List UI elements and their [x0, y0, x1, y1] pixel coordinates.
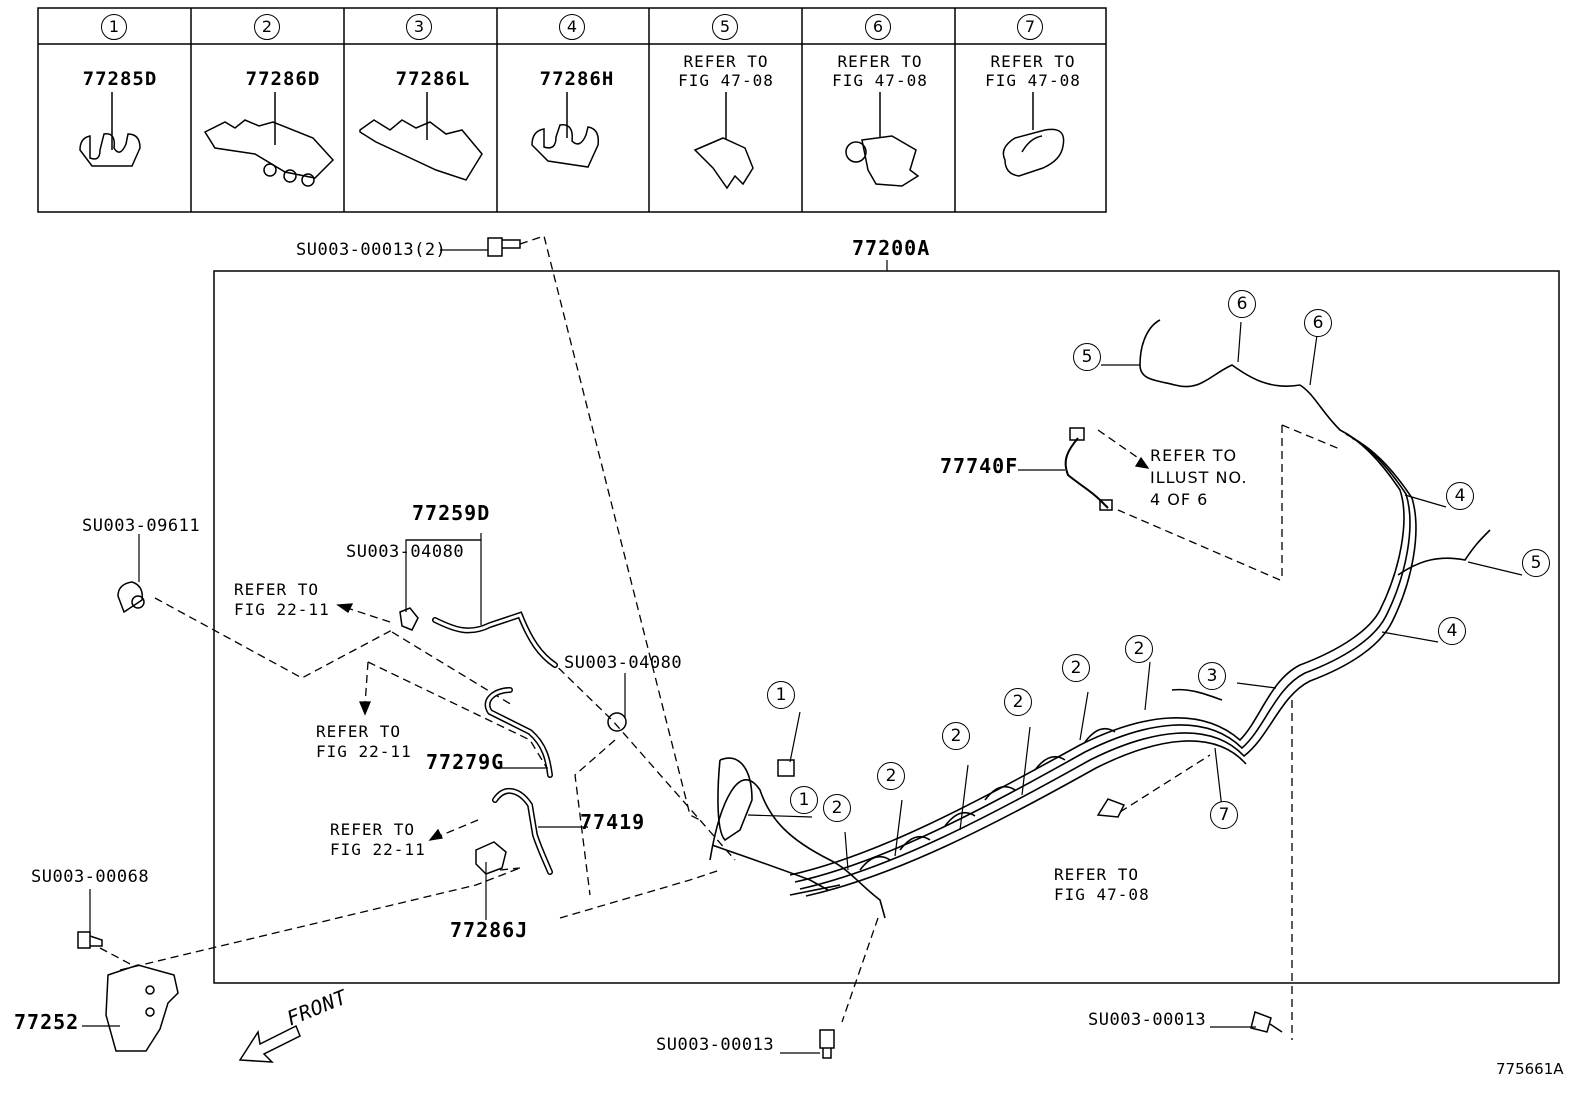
leader-lines [82, 249, 1523, 1054]
label-77740f: 77740F [940, 454, 1019, 478]
hose-77740f [1064, 437, 1109, 509]
legend-ref-6: REFER TO FIG 47-08 [832, 52, 928, 90]
callout-4-b: 4 [1446, 482, 1474, 510]
legend-part-77285d: 77285D [82, 68, 158, 90]
dashed-guides [99, 235, 1343, 1040]
callout-2-b: 2 [877, 762, 905, 790]
callout-3: 2 [1125, 635, 1153, 663]
brake-lines [709, 319, 1491, 919]
pipe-77419 [492, 788, 553, 875]
callout-2-a: 2 [823, 794, 851, 822]
label-su003-09611: SU003-09611 [82, 516, 201, 536]
legend-part-77286h: 77286H [539, 68, 615, 90]
ref-illust-4-of-6: REFER TO ILLUST NO. 4 OF 6 [1150, 446, 1248, 509]
callout-1-a: 1 [767, 681, 795, 709]
legend-num-4: 4 [559, 14, 585, 40]
ref-fig-22-11-a: REFER TO FIG 22-11 [234, 580, 330, 619]
small-parts [77, 237, 1283, 1059]
label-su003-04080-a: SU003-04080 [346, 542, 465, 562]
legend-num-3: 3 [406, 14, 432, 40]
legend-part-77286l: 77286L [395, 68, 471, 90]
legend-num-7: 7 [1017, 14, 1043, 40]
legend-table-grid [37, 7, 1107, 213]
legend-num-1: 1 [101, 14, 127, 40]
legend-part-77286d: 77286D [245, 68, 321, 90]
ref-fig-47-08: REFER TO FIG 47-08 [1054, 865, 1150, 904]
callout-7: 7 [1210, 801, 1238, 829]
legend-num-5: 5 [712, 14, 738, 40]
callout-5-a: 5 [1073, 343, 1101, 371]
ref-fig-22-11-c: REFER TO FIG 22-11 [330, 820, 426, 859]
label-bolt-bottom-mid: SU003-00013 [656, 1035, 775, 1055]
front-arrow-icon [238, 1024, 301, 1063]
arrows [336, 456, 1150, 841]
label-bolt-top: SU003-00013(2) [296, 240, 447, 260]
callout-4-a: 3 [1198, 662, 1226, 690]
label-bolt-bottom-right: SU003-00013 [1088, 1010, 1207, 1030]
callout-6-b: 6 [1304, 309, 1332, 337]
callout-2-c: 2 [942, 722, 970, 750]
callout-5-b: 5 [1522, 549, 1550, 577]
label-77419: 77419 [580, 810, 646, 834]
label-77286j: 77286J [450, 918, 529, 942]
label-su003-04080-b: SU003-04080 [564, 653, 683, 673]
assembly-frame [213, 270, 1560, 984]
legend-num-6: 6 [865, 14, 891, 40]
label-77279g: 77279G [426, 750, 505, 774]
legend-num-2: 2 [254, 14, 280, 40]
label-77259d: 77259D [412, 501, 491, 525]
callout-2-d: 2 [1004, 688, 1032, 716]
callout-4-c: 4 [1438, 617, 1466, 645]
label-77252: 77252 [14, 1010, 80, 1034]
label-77200a: 77200A [852, 236, 931, 260]
clamp-icons [79, 92, 1065, 190]
callout-6-a: 6 [1228, 290, 1256, 318]
legend-ref-5: REFER TO FIG 47-08 [678, 52, 774, 90]
legend-ref-7: REFER TO FIG 47-08 [985, 52, 1081, 90]
callout-1-b: 1 [790, 786, 818, 814]
label-su003-00068: SU003-00068 [31, 867, 150, 887]
figure-number: 775661A [1496, 1060, 1564, 1078]
callout-2-e: 2 [1062, 654, 1090, 682]
ref-fig-22-11-b: REFER TO FIG 22-11 [316, 722, 412, 761]
